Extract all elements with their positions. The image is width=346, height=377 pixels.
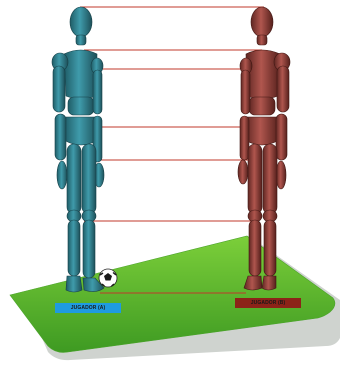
player-a-foot-left [66, 276, 82, 292]
player-a-head [70, 7, 92, 37]
player-a-label: JUGADOR (A) [55, 303, 121, 313]
player-b-thigh-right [263, 144, 277, 214]
soccer-ball-icon [99, 269, 117, 287]
player-b-pelvis [245, 117, 279, 145]
player-b-hand-right [276, 161, 286, 189]
player-b-shin-left [249, 220, 261, 276]
player-b-upper-arm-right [277, 66, 289, 112]
player-a-thigh-left [67, 144, 81, 214]
player-a-abdomen [68, 97, 94, 115]
player-b-upper-arm-left [241, 70, 250, 114]
player-a-upper-arm-left [53, 66, 65, 112]
player-a-shin-right [83, 220, 95, 278]
player-a-torso [64, 50, 97, 99]
player-b-thigh-left [248, 144, 262, 214]
player-b-forearm-right [276, 114, 287, 160]
player-a-shin-left [68, 220, 80, 276]
player-b-hand-left [238, 160, 248, 184]
player-b-shin-right [264, 220, 276, 276]
player-a-neck [76, 35, 86, 45]
player-a-forearm-left [55, 114, 66, 160]
player-a-thigh-right [82, 144, 96, 214]
player-b-neck [257, 35, 267, 45]
player-b-head [251, 7, 273, 37]
player-a-hand-left [57, 161, 67, 189]
player-b-foot-right [262, 276, 276, 290]
player-b-label: JUGADOR (B) [235, 298, 301, 308]
player-b-abdomen [249, 97, 275, 115]
player-b-forearm-left [240, 116, 249, 160]
player-a-upper-arm-right [93, 70, 102, 114]
